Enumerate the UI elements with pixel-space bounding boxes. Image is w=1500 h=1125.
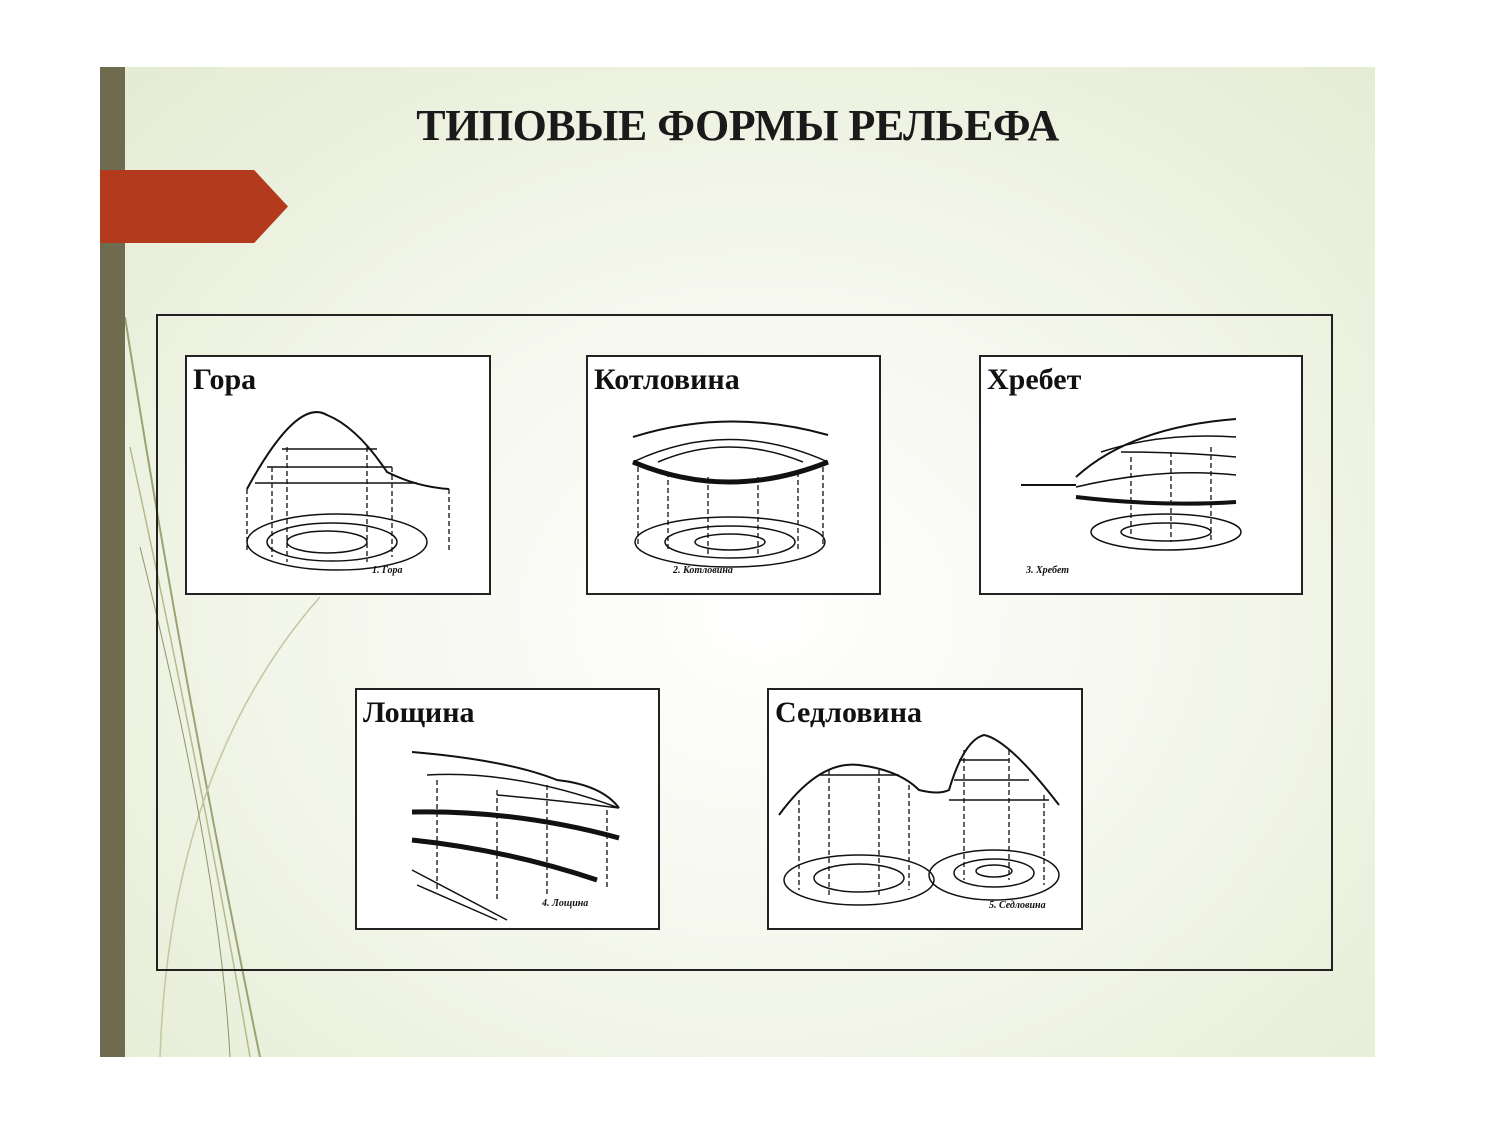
slide: ТИПОВЫЕ ФОРМЫ РЕЛЬЕФА Гора 1. Гора Котло… <box>100 67 1375 1057</box>
panel-khrebet: Хребет 3. Хребет <box>979 355 1303 595</box>
panel-caption: 3. Хребет <box>1026 565 1070 576</box>
panel-label: Хребет <box>987 363 1082 396</box>
hollow-diagram <box>411 751 620 921</box>
panel-loshchina: Лощина 4. Лощина <box>355 688 660 930</box>
diagram-frame <box>156 314 1333 971</box>
panel-label: Лощина <box>363 696 475 729</box>
panel-label: Котловина <box>594 363 740 396</box>
panel-sedlovina: Седловина 5. Седловина <box>767 688 1083 930</box>
mountain-diagram <box>246 411 450 571</box>
panel-kotlovina: Котловина 2. Котловина <box>586 355 881 595</box>
slide-title: ТИПОВЫЕ ФОРМЫ РЕЛЬЕФА <box>416 101 1059 150</box>
panel-caption: 2. Котловина <box>673 565 733 576</box>
ridge-diagram <box>1021 418 1242 551</box>
panel-gora: Гора 1. Гора <box>185 355 491 595</box>
panel-caption: 5. Седловина <box>989 900 1046 911</box>
saddle-diagram <box>778 733 1060 906</box>
basin-diagram <box>632 420 829 568</box>
panel-label: Седловина <box>775 696 922 729</box>
accent-arrow <box>100 170 288 243</box>
panel-label: Гора <box>193 363 257 396</box>
panel-caption: 1. Гора <box>372 565 403 576</box>
decorative-grass-lines <box>124 316 321 1057</box>
panel-caption: 4. Лощина <box>542 898 589 909</box>
